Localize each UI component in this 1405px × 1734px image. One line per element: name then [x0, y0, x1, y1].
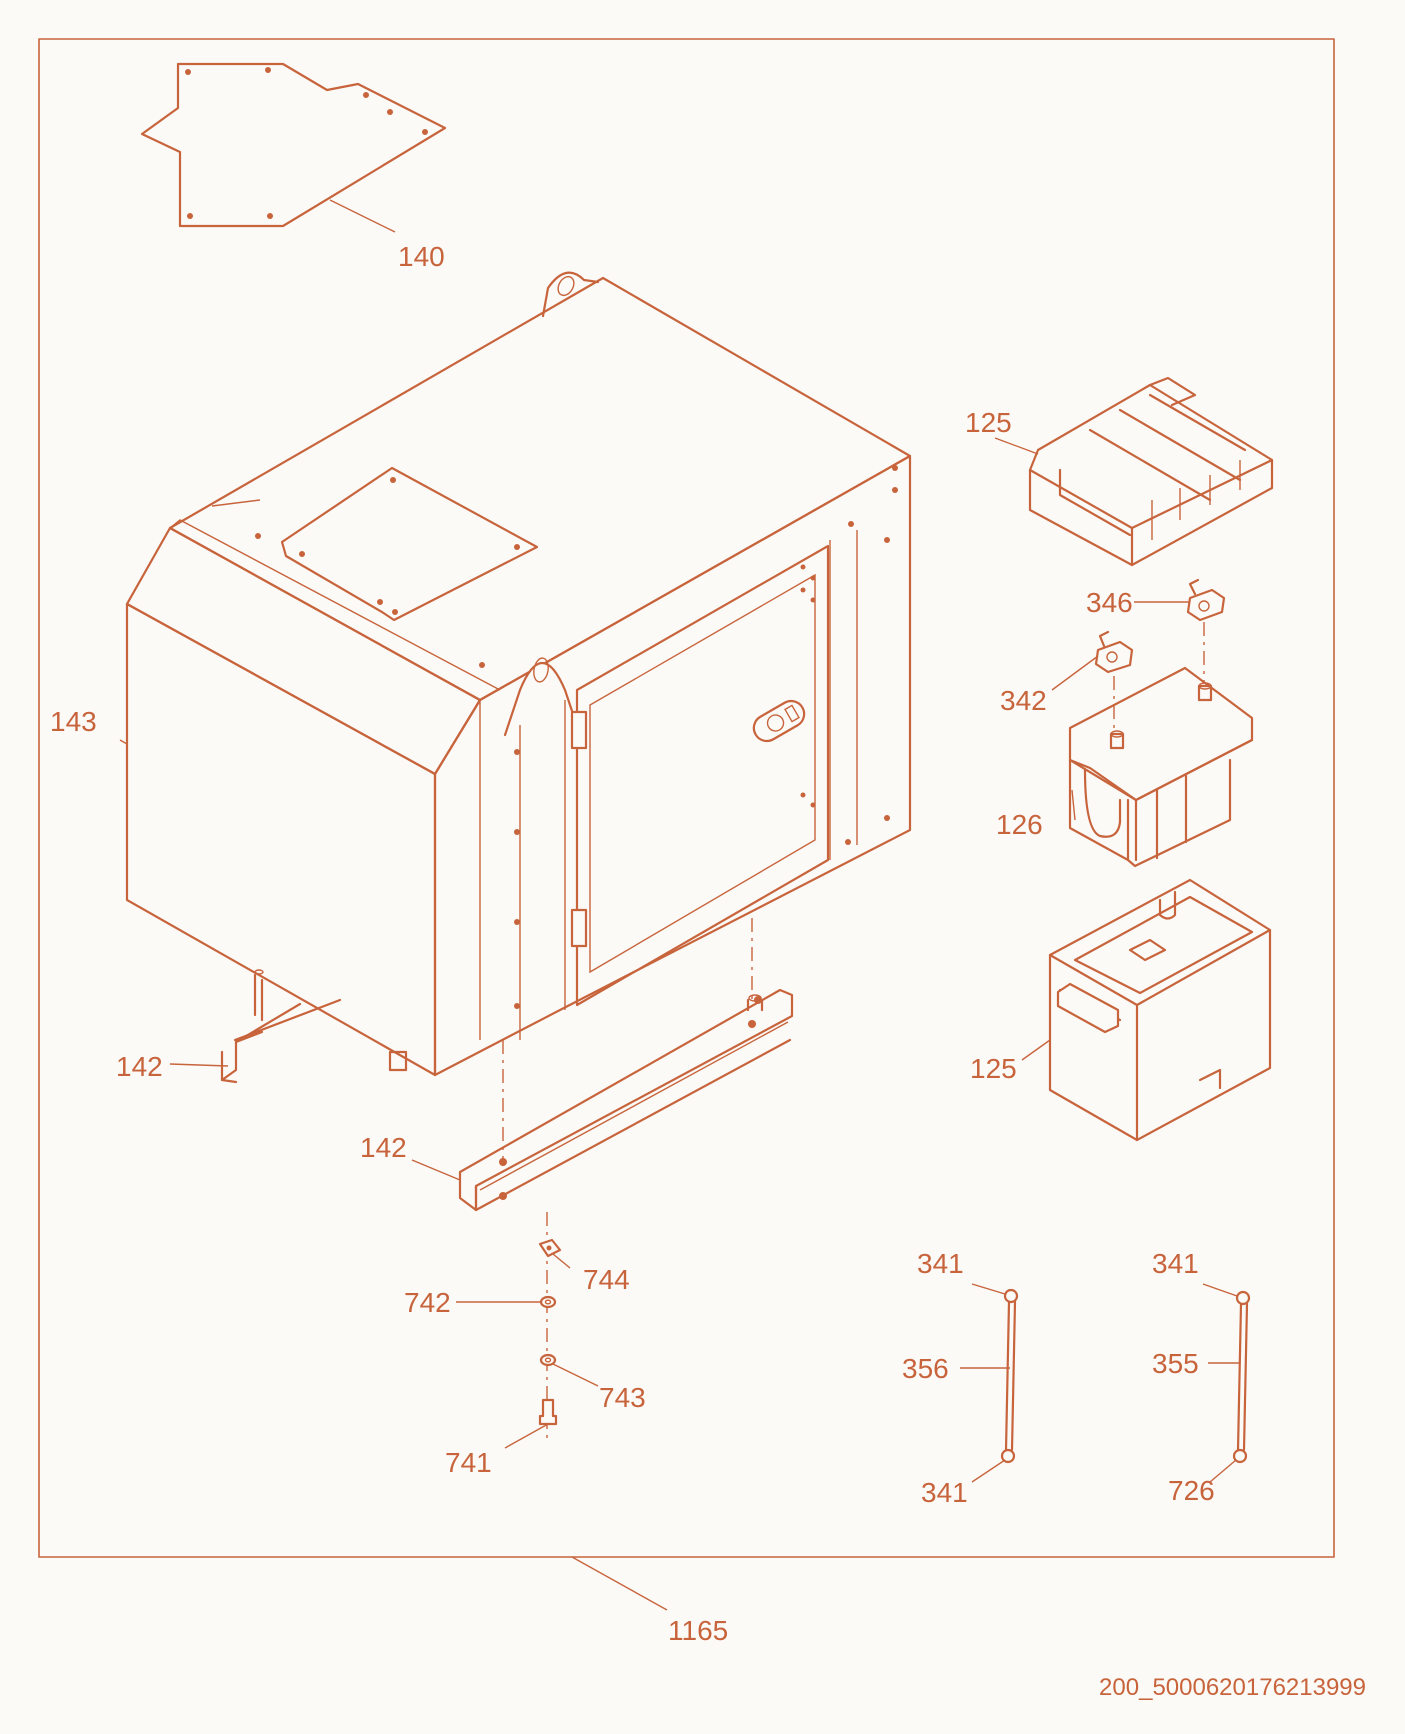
callout-741: 741: [445, 1447, 492, 1478]
callout-744: 744: [583, 1264, 630, 1295]
assembly-frame: [38, 38, 1335, 1558]
callout-142-right: 142: [360, 1132, 407, 1163]
callout-356: 356: [902, 1353, 949, 1384]
part-125-battery-lid: [1028, 376, 1274, 567]
callout-341-b-top: 341: [1152, 1248, 1199, 1279]
callout-341-a-bottom: 341: [921, 1477, 968, 1508]
callout-726: 726: [1168, 1475, 1215, 1506]
callout-342: 342: [1000, 685, 1047, 716]
callout-126: 126: [996, 809, 1043, 840]
callout-341-a-top: 341: [917, 1248, 964, 1279]
callout-742: 742: [404, 1287, 451, 1318]
callout-346: 346: [1086, 587, 1133, 618]
callout-125-tray: 125: [970, 1053, 1017, 1084]
part-140-cover-plate: [140, 62, 447, 228]
callout-140: 140: [398, 241, 445, 272]
part-346-terminal-clamp: [1186, 578, 1226, 622]
part-143-enclosure: [125, 271, 912, 1077]
fastener-stack: [538, 1238, 562, 1426]
callout-1165: 1165: [668, 1615, 728, 1646]
callout-355: 355: [1152, 1348, 1199, 1379]
part-126-battery: [1068, 666, 1254, 868]
part-342-terminal-clamp: [1094, 630, 1134, 674]
document-code: 200_5000620176213999: [1099, 1674, 1366, 1701]
part-356-battery-cable: [1000, 1288, 1019, 1464]
part-142-right-rail: [458, 988, 794, 1212]
part-355-battery-cable: [1232, 1290, 1251, 1464]
callout-143: 143: [50, 706, 97, 737]
part-142-left-rail: [220, 969, 342, 1084]
callout-125-lid: 125: [965, 407, 1012, 438]
callout-142-left: 142: [116, 1051, 163, 1082]
callout-743: 743: [599, 1382, 646, 1413]
part-125-battery-tray: [1048, 878, 1272, 1142]
